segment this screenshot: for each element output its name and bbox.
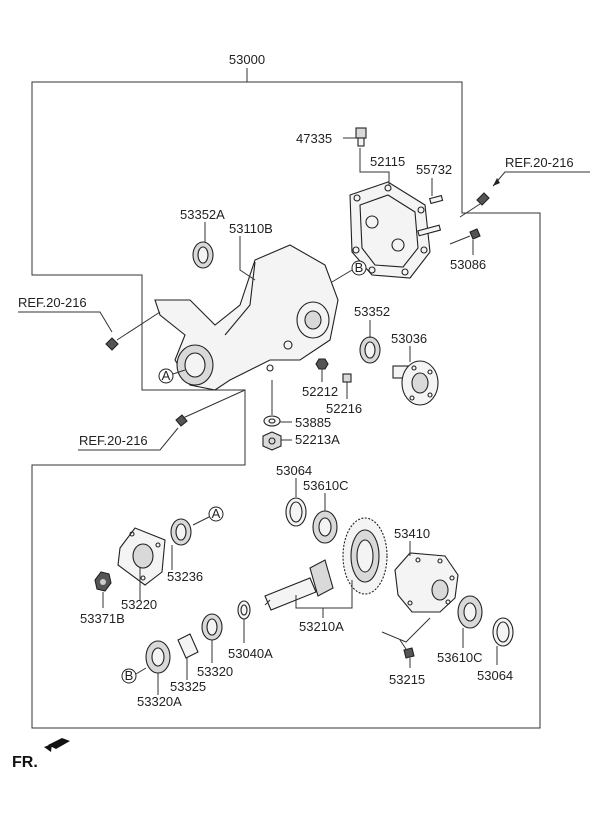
part-label-53215: 53215: [389, 672, 425, 687]
drain-plug-part[interactable]: [315, 358, 329, 370]
callout-a-housing-label: A: [162, 368, 171, 383]
collapsible-spacer-part[interactable]: [237, 600, 251, 620]
ref-label-bottom[interactable]: REF.20-216: [79, 433, 148, 448]
callout-a-lower-label: A: [212, 506, 221, 521]
leader-callout-a-lower: [192, 516, 210, 526]
part-label-53210A: 53210A: [299, 619, 344, 634]
ring-gear-bolt-part[interactable]: [399, 639, 415, 659]
part-label-53064-top: 53064: [276, 463, 312, 478]
part-label-52115: 52115: [370, 154, 405, 169]
bolt-ref-left: [105, 311, 161, 351]
part-label-47335: 47335: [296, 131, 332, 146]
part-label-53352A: 53352A: [180, 207, 225, 222]
part-label-53086: 53086: [450, 257, 486, 272]
assembly-number: 53000: [229, 52, 265, 67]
bearing-53320-part[interactable]: [201, 613, 223, 641]
part-label-53236: 53236: [167, 569, 203, 584]
leader-ref-left: [18, 311, 113, 333]
oil-seal-53352-part[interactable]: [359, 336, 381, 364]
part-label-53040A: 53040A: [228, 646, 273, 661]
part-label-52212: 52212: [302, 384, 338, 399]
assembly-outline: [31, 81, 541, 729]
cover-stud: [417, 224, 442, 237]
shim-53064-lower-part[interactable]: [492, 617, 514, 647]
leader-callout-b-lower: [135, 667, 147, 675]
filler-plug-part[interactable]: [342, 373, 352, 383]
bearing-53610C-lower-part[interactable]: [457, 595, 483, 629]
part-label-53610C-top: 53610C: [303, 478, 349, 493]
leader-52115: [359, 148, 390, 186]
part-label-55732: 55732: [416, 162, 452, 177]
ring-gear-part[interactable]: [342, 517, 388, 595]
bearing-race-part[interactable]: [177, 633, 199, 659]
carrier-housing-part[interactable]: [154, 244, 339, 391]
differential-case-part[interactable]: [394, 552, 459, 613]
washer-53885-part[interactable]: [263, 415, 281, 427]
bearing-53320A-part[interactable]: [145, 640, 171, 674]
callout-b-housing: [351, 260, 367, 276]
shim-53064-top-part[interactable]: [285, 497, 307, 527]
callout-b-housing-label: B: [355, 260, 364, 275]
oil-seal-53352A-part[interactable]: [192, 241, 214, 269]
part-label-53610C-lower: 53610C: [437, 650, 483, 665]
callout-b-lower: [121, 668, 137, 684]
part-label-53110B: 53110B: [229, 221, 273, 236]
ref-label-left[interactable]: REF.20-216: [18, 295, 87, 310]
leader-53110B: [239, 236, 256, 281]
leader-callout-a-housing: [172, 369, 186, 375]
rear-cover-part[interactable]: [349, 181, 431, 279]
nut-52213A-part[interactable]: [262, 431, 282, 451]
leader-callout-b-housing: [331, 269, 353, 283]
part-label-53320A: 53320A: [137, 694, 182, 709]
bearing-53610C-top-part[interactable]: [312, 510, 338, 544]
pinion-flange-part[interactable]: [117, 527, 166, 586]
leader-53210A: [295, 580, 353, 609]
leader-ref-bottom: [78, 427, 179, 451]
oil-seal-53236-part[interactable]: [170, 518, 192, 546]
ref-arrow-top: [493, 178, 500, 186]
part-label-52213A: 52213A: [295, 432, 340, 447]
bolt-ref-bottom: [175, 389, 246, 427]
bolt-53086-part[interactable]: [449, 228, 481, 245]
callout-a-housing: [158, 368, 174, 384]
part-label-53325: 53325: [170, 679, 206, 694]
callout-b-lower-label: B: [125, 668, 134, 683]
ref-label-top[interactable]: REF.20-216: [505, 155, 574, 170]
part-label-53885: 53885: [295, 415, 331, 430]
drive-pinion-part[interactable]: [264, 559, 334, 611]
breather-plug-part[interactable]: [355, 127, 367, 147]
leader-ref-top: [492, 171, 590, 187]
part-label-53352: 53352: [354, 304, 390, 319]
callout-a-lower: [208, 506, 224, 522]
bolt-ref-top: [459, 192, 490, 218]
part-label-53220: 53220: [121, 597, 157, 612]
companion-flange-part[interactable]: [392, 360, 439, 406]
part-label-53320: 53320: [197, 664, 233, 679]
part-label-53371B: 53371B: [80, 611, 125, 626]
dowel-pin-part[interactable]: [429, 194, 444, 205]
front-arrow-icon: [44, 738, 70, 752]
front-direction-label: FR.: [12, 754, 38, 771]
part-label-53064-lower: 53064: [477, 668, 513, 683]
pinion-nut-part[interactable]: [94, 571, 112, 592]
part-label-52216: 52216: [326, 401, 362, 416]
leader-53215-group: [381, 617, 431, 643]
part-label-53036: 53036: [391, 331, 427, 346]
part-label-53410: 53410: [394, 526, 430, 541]
